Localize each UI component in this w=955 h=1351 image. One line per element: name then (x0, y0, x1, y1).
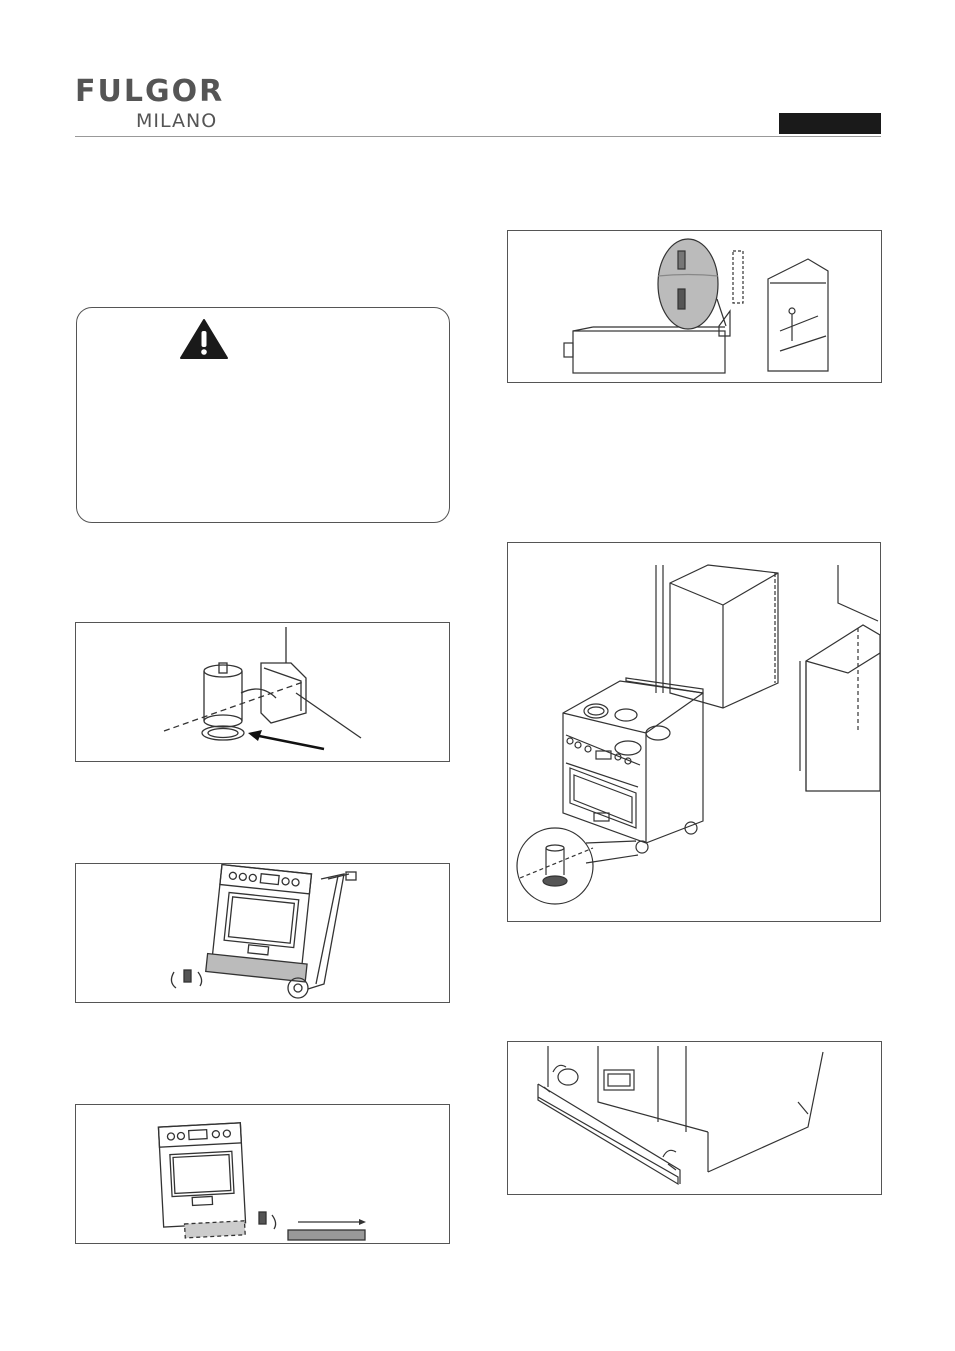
adjustable-leg-icon (163, 627, 362, 751)
brand-logo: FULGOR (75, 74, 225, 109)
fig-range-installation (507, 542, 881, 922)
section-tab (779, 113, 881, 134)
anti-tip-bracket-icon (563, 238, 829, 374)
hand-truck-icon (170, 864, 357, 999)
fig-kickpanel-install (507, 1041, 882, 1195)
fig-leg-leveler (75, 622, 450, 762)
warning-box (76, 307, 450, 523)
fig-hand-truck (75, 863, 450, 1003)
fig-anti-tip-bracket (507, 230, 882, 383)
range-installation-icon (516, 564, 880, 905)
brand-sub-logo: MILANO (136, 110, 218, 132)
warning-triangle-icon (180, 319, 228, 359)
fig-kickpanel-remove (75, 1104, 450, 1244)
header-rule (75, 136, 881, 137)
kickpanel-icon (157, 1122, 366, 1241)
kickpanel-install-icon (537, 1046, 824, 1186)
